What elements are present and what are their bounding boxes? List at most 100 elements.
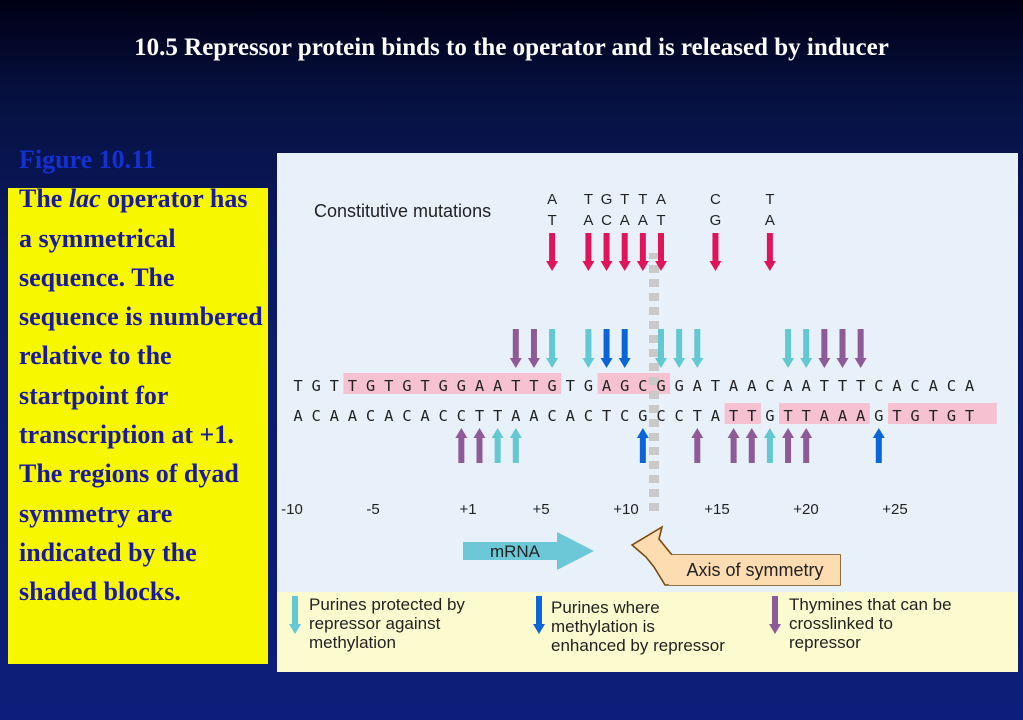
bottom-strand-base: C (547, 407, 556, 425)
mutation-arrow (763, 233, 776, 271)
top-strand-base: C (910, 377, 919, 395)
caption-highlight-box (8, 188, 268, 664)
bottom-strand-base: T (929, 407, 938, 425)
mutations-label: Constitutive mutations (314, 201, 491, 221)
top-strand-base: T (420, 377, 429, 395)
top-strand-base: A (965, 377, 975, 395)
top-strand-base: T (384, 377, 393, 395)
crosslink-arrow (527, 329, 540, 368)
bottom-strand-base: C (656, 407, 665, 425)
top-strand-base: T (511, 377, 520, 395)
top-strand-base: A (602, 377, 612, 395)
top-strand-base: G (402, 377, 411, 395)
bottom-strand-base: C (674, 407, 683, 425)
shaded-block (452, 373, 562, 394)
mutation-arrow (546, 233, 559, 271)
protected-arrow (691, 329, 704, 368)
bottom-strand-base: G (638, 407, 647, 425)
enhanced-arrow (636, 428, 649, 463)
enhanced-arrow (600, 329, 613, 368)
enhanced-arrow (618, 329, 631, 368)
top-strand-base: T (348, 377, 357, 395)
shaded-block (343, 373, 453, 394)
bottom-strand-base: A (293, 407, 303, 425)
top-strand-base: A (747, 377, 757, 395)
figure-label: Figure 10.11 (19, 145, 156, 174)
bottom-strand-base: A (856, 407, 866, 425)
mutation-bottom-base: T (656, 212, 665, 229)
top-strand-base: C (638, 377, 647, 395)
top-strand-base: A (929, 377, 939, 395)
top-strand-base: C (947, 377, 956, 395)
caption-text-rest: operator has a symmetrical sequence. The… (19, 184, 263, 607)
position-label: +5 (532, 501, 549, 518)
top-strand-base: G (656, 377, 665, 395)
protected-arrow (582, 329, 595, 368)
bottom-strand-base: A (348, 407, 358, 425)
top-strand-base: T (566, 377, 575, 395)
protected-arrow (655, 329, 667, 368)
crosslink-arrow (854, 329, 867, 368)
bottom-strand-base: G (765, 407, 774, 425)
mutation-top-base: G (601, 191, 613, 208)
mutation-bottom-base: A (638, 212, 648, 229)
crosslink-arrow (782, 428, 795, 463)
position-label: -10 (281, 501, 303, 518)
mutation-top-base: T (620, 191, 629, 208)
mutation-bottom-base: C (601, 212, 612, 229)
bottom-strand-base: A (330, 407, 340, 425)
crosslink-arrow (745, 428, 758, 463)
shade-layer (343, 373, 997, 424)
crosslink-arrow (727, 428, 740, 463)
top-strand-base: T (820, 377, 829, 395)
bottom-strand-base: A (420, 407, 430, 425)
mutation-arrow (582, 233, 595, 271)
protected-arrow (763, 428, 776, 463)
position-label: -5 (366, 501, 379, 518)
top-strand-base: G (584, 377, 593, 395)
top-strand-base: A (693, 377, 703, 395)
bottom-strand-base: A (566, 407, 576, 425)
top-strand-base: G (674, 377, 683, 395)
caption-italic-lac: lac (68, 184, 101, 214)
protected-arrow (491, 428, 504, 463)
bottom-strand-base: T (965, 407, 974, 425)
position-label: +1 (459, 501, 476, 518)
top-strand-base: G (311, 377, 320, 395)
bottom-strand-base: T (729, 407, 738, 425)
bottom-strand-base: C (402, 407, 411, 425)
symmetry-axis-line (649, 253, 659, 515)
bottom-strand-base: A (511, 407, 521, 425)
top-strand-base: G (439, 377, 448, 395)
mutation-bottom-base: G (710, 212, 722, 229)
top-strand-base: G (366, 377, 375, 395)
top-strand-base: T (711, 377, 720, 395)
position-label: +20 (793, 501, 818, 518)
top-strand-base: A (475, 377, 485, 395)
top-strand-base: A (802, 377, 812, 395)
mrna-arrow: mRNA (463, 532, 594, 570)
mutation-bottom-base: A (620, 212, 630, 229)
crosslink-arrow (818, 329, 831, 368)
top-strand-base: A (493, 377, 503, 395)
bottom-strand-base: A (820, 407, 830, 425)
protected-arrow (673, 329, 686, 368)
bottom-strand-base: T (602, 407, 611, 425)
slide-title: 10.5 Repressor protein binds to the oper… (134, 34, 889, 61)
mutation-bottom-base: A (583, 212, 593, 229)
mutation-arrow (618, 233, 631, 271)
top-strand-base: A (783, 377, 793, 395)
mutation-arrow (636, 233, 649, 271)
top-strand-base: G (620, 377, 629, 395)
shaded-block (779, 403, 870, 424)
axis-callout: Axis of symmetry (630, 525, 841, 586)
top-strand-base: C (765, 377, 774, 395)
bottom-strand-base: A (384, 407, 394, 425)
bottom-strand-base: G (910, 407, 919, 425)
